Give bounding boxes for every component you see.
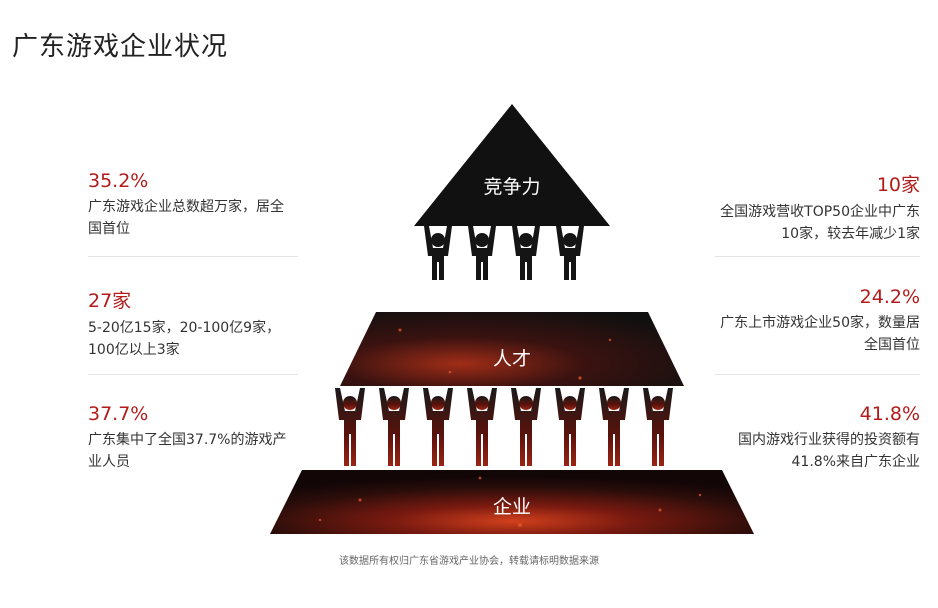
pyramid-bottom: [270, 470, 754, 534]
source-footnote: 该数据所有权归广东省游戏产业协会，转载请标明数据来源: [339, 556, 599, 567]
stat-description: 5-20亿15家，20-100亿9家， 100亿以上3家: [88, 317, 308, 361]
stat-value: 37.7%: [88, 403, 149, 425]
person-figure: [423, 388, 453, 466]
person-figure: [511, 388, 541, 466]
left-divider-2: [88, 374, 298, 375]
stat-value: 35.2%: [88, 170, 149, 192]
pyramid-middle: [340, 312, 684, 386]
person-figure: [379, 388, 409, 466]
desc-line: 广东集中了全国37.7%的游戏产: [88, 432, 287, 448]
desc-line: 全国游戏营收TOP50企业中广东: [720, 204, 920, 220]
person-figure: [555, 388, 585, 466]
person-figure: [599, 388, 629, 466]
stat-value: 10家: [876, 174, 920, 196]
pyramid-label-top: 竞争力: [483, 176, 541, 198]
stat-description: 广东集中了全国37.7%的游戏产 业人员: [88, 429, 308, 473]
desc-line: 5-20亿15家，20-100亿9家，: [88, 320, 281, 336]
ember-particles: [318, 328, 702, 527]
desc-line: 国首位: [88, 221, 130, 237]
person-figure: [468, 226, 496, 280]
right-divider-2: [715, 374, 920, 375]
desc-line: 全国首位: [864, 337, 920, 353]
pyramid-label-bottom: 企业: [492, 496, 531, 518]
desc-line: 业人员: [88, 454, 130, 470]
person-figure: [512, 226, 540, 280]
stat-description: 广东游戏企业总数超万家，居全 国首位: [88, 196, 308, 240]
talent-figures-top-row: [424, 226, 584, 280]
talent-figures-bottom-row: [335, 388, 673, 466]
person-figure: [335, 388, 365, 466]
stat-description: 广东上市游戏企业50家，数量居 全国首位: [700, 312, 920, 356]
desc-line: 广东游戏企业总数超万家，居全: [88, 199, 284, 215]
stat-description: 全国游戏营收TOP50企业中广东 10家，较去年减少1家: [700, 201, 920, 245]
right-stat-1: 10家 全国游戏营收TOP50企业中广东 10家，较去年减少1家: [700, 170, 920, 245]
person-figure: [643, 388, 673, 466]
desc-line: 10家，较去年减少1家: [781, 226, 920, 242]
desc-line: 41.8%来自广东企业: [791, 454, 920, 470]
left-stat-2: 27家 5-20亿15家，20-100亿9家， 100亿以上3家: [88, 286, 308, 361]
pyramid-top: [414, 104, 610, 226]
stat-description: 国内游戏行业获得的投资额有 41.8%来自广东企业: [700, 429, 920, 473]
right-stat-3: 41.8% 国内游戏行业获得的投资额有 41.8%来自广东企业: [700, 403, 920, 473]
pyramid-label-middle: 人才: [492, 348, 531, 370]
left-stat-3: 37.7% 广东集中了全国37.7%的游戏产 业人员: [88, 403, 308, 473]
desc-line: 广东上市游戏企业50家，数量居: [720, 315, 920, 331]
person-figure: [556, 226, 584, 280]
left-divider-1: [88, 256, 298, 257]
desc-line: 100亿以上3家: [88, 342, 180, 358]
person-figure: [467, 388, 497, 466]
desc-line: 国内游戏行业获得的投资额有: [738, 432, 920, 448]
left-stat-1: 35.2% 广东游戏企业总数超万家，居全 国首位: [88, 170, 308, 240]
person-figure: [424, 226, 452, 280]
stat-value: 24.2%: [859, 286, 920, 308]
stat-value: 41.8%: [859, 403, 920, 425]
stat-value: 27家: [88, 290, 132, 312]
page-title: 广东游戏企业状况: [12, 32, 229, 62]
right-divider-1: [715, 256, 920, 257]
right-stat-2: 24.2% 广东上市游戏企业50家，数量居 全国首位: [700, 286, 920, 356]
